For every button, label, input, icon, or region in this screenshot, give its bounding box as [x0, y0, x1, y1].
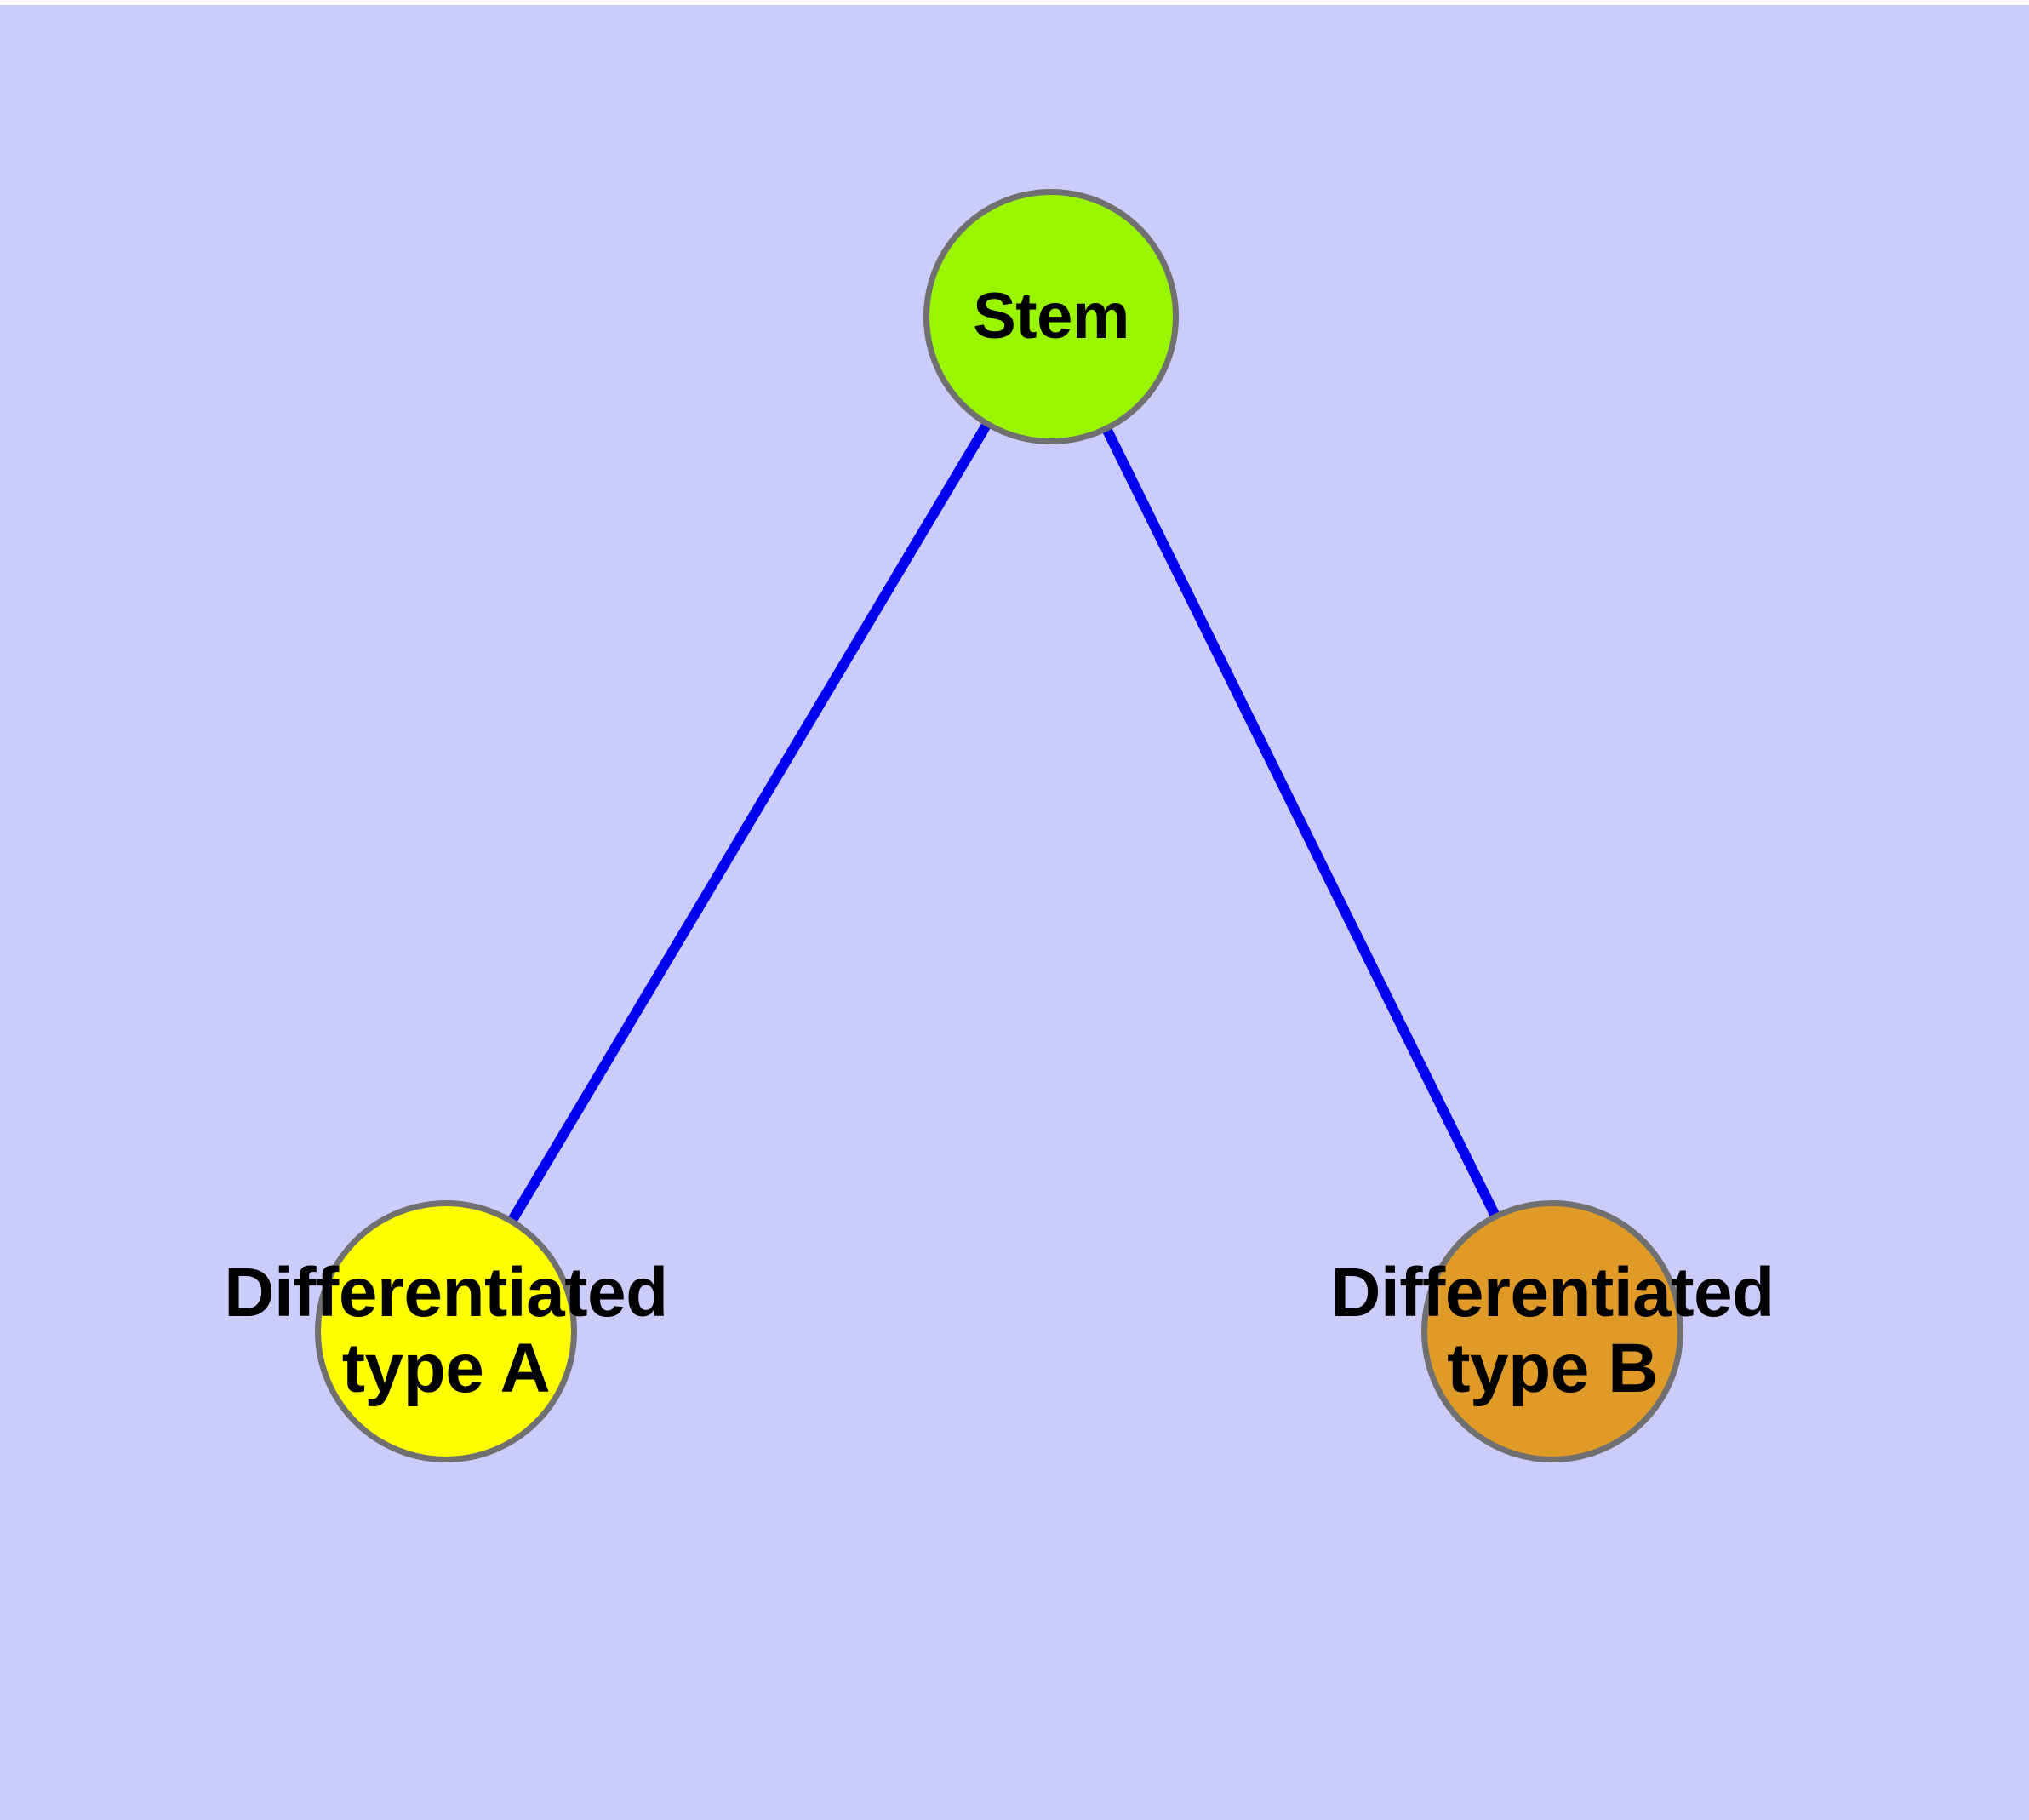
- graph-edge: [1046, 314, 1557, 1334]
- edges-layer: [441, 313, 1557, 1335]
- graph-node-diff_b[interactable]: [1421, 1200, 1683, 1462]
- graph-node-stem[interactable]: [923, 189, 1179, 444]
- graph-edge: [441, 313, 1056, 1335]
- graph-node-diff_a[interactable]: [315, 1200, 577, 1462]
- nodes-layer: [315, 189, 1683, 1462]
